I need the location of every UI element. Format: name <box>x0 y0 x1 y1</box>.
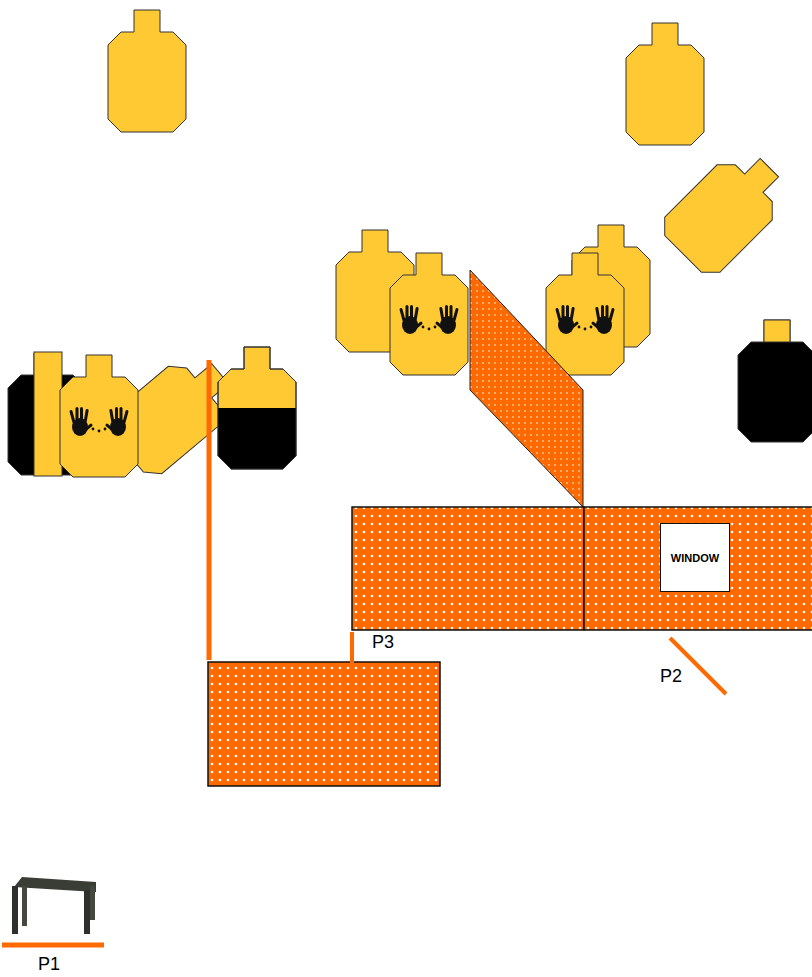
position-label: P1 <box>38 954 60 975</box>
window-box: WINDOW <box>660 523 730 592</box>
window-label: WINDOW <box>671 552 719 564</box>
position-label: P3 <box>372 632 394 653</box>
position-label: P2 <box>660 666 682 687</box>
